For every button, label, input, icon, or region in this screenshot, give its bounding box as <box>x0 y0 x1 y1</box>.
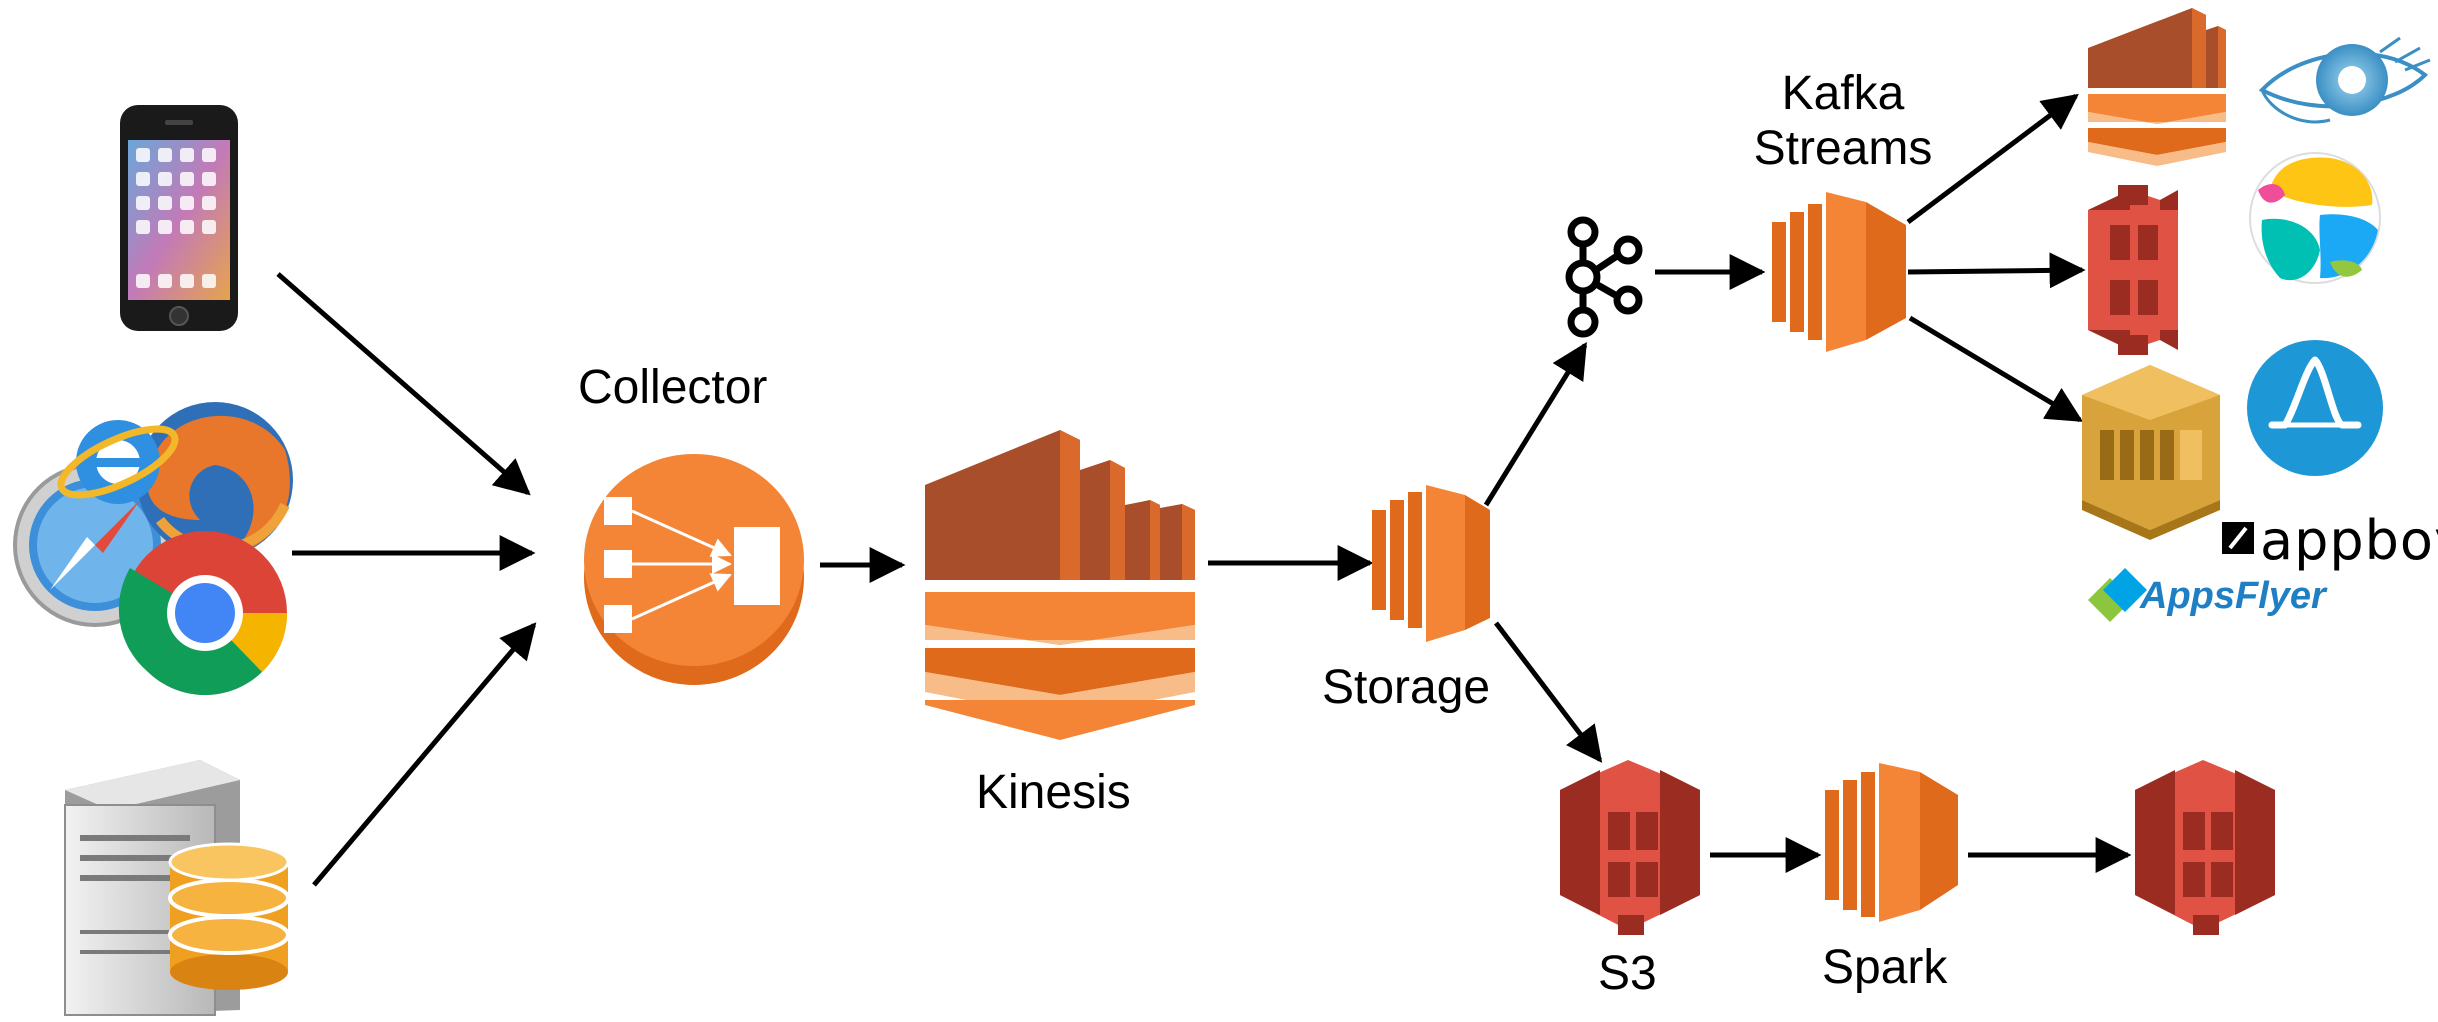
elasticsearch-icon <box>2249 152 2381 284</box>
arrow-streams-to-s3-out <box>1907 252 2086 289</box>
cassandra-icon <box>2258 36 2431 124</box>
database-icon <box>168 842 290 990</box>
appsflyer-label: AppsFlyer <box>2140 575 2326 617</box>
smartphone-icon <box>120 105 238 331</box>
spark-icon <box>1825 763 1958 922</box>
kafka-streams-label: Kafka Streams <box>1738 66 1948 176</box>
arrow-storage-to-s3 <box>1494 621 1603 763</box>
server-database-icon <box>64 760 290 1016</box>
s3-icon <box>1560 760 1700 935</box>
arrow-storage-to-kafka <box>1483 341 1588 507</box>
kafka-streams-label-line1: Kafka <box>1781 67 1905 120</box>
s3-output-bottom-icon <box>2135 760 2275 935</box>
arrow-phone-to-collector <box>276 272 531 496</box>
s3-label: S3 <box>1598 947 1657 1000</box>
arrow-streams-to-kinesis-out <box>1906 93 2079 224</box>
amplitude-icon <box>2247 340 2383 476</box>
kinesis-output-icon <box>2088 8 2226 166</box>
kafka-streams-icon <box>1772 192 1906 352</box>
sqs-icon <box>2082 365 2220 540</box>
collector-label: Collector <box>578 361 768 414</box>
arrow-streams-to-sqs <box>1908 315 2084 423</box>
appboy-logo <box>2222 522 2254 554</box>
storage-label: Storage <box>1322 661 1491 714</box>
collector-icon <box>584 454 804 685</box>
kafka-streams-label-line2: Streams <box>1753 122 1933 176</box>
appsflyer-logo-mark <box>2088 568 2147 622</box>
web-browsers-icon <box>13 402 293 696</box>
chrome-icon <box>118 531 287 696</box>
arrows-sources-to-collector <box>276 272 537 887</box>
appboy-label: appboy <box>2260 509 2438 572</box>
kinesis-label: Kinesis <box>976 766 1131 819</box>
s3-output-icon <box>2088 185 2178 355</box>
storage-icon <box>1372 485 1490 642</box>
kafka-icon <box>1565 216 1643 338</box>
arrow-server-to-collector <box>312 622 537 887</box>
kinesis-icon <box>925 430 1195 740</box>
spark-label: Spark <box>1822 941 1948 994</box>
internet-explorer-icon <box>57 420 179 504</box>
